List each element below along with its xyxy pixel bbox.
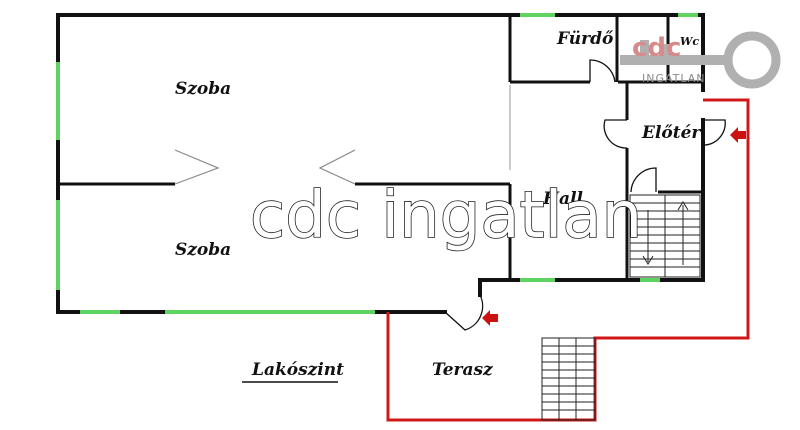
logo-subtitle: INGATLAN <box>642 72 706 85</box>
company-logo: cdc INGATLAN <box>620 31 781 89</box>
logo-mark: cdc <box>632 33 681 63</box>
door-swings <box>444 59 726 331</box>
room-label-furdo: Fürdő <box>556 29 614 49</box>
interior-stairs <box>629 194 701 278</box>
outdoor-stairs <box>541 337 596 421</box>
floor-label: Lakószint <box>251 360 344 380</box>
room-label-szoba-top: Szoba <box>175 79 231 99</box>
watermark-text: cdc ingatlan <box>250 179 642 253</box>
entry-arrow-eloter-icon <box>730 127 746 143</box>
room-label-szoba-bottom: Szoba <box>175 240 231 260</box>
key-icon <box>620 31 781 89</box>
opening-markers <box>174 149 356 185</box>
room-label-eloter: Előtér <box>641 123 701 143</box>
interior-walls <box>60 15 703 280</box>
room-label-hall: Hall <box>542 189 584 209</box>
windows <box>56 13 698 314</box>
entry-arrow-terrace-icon <box>482 310 498 326</box>
room-label-wc: Wc <box>680 35 699 48</box>
room-label-terasz: Terasz <box>432 360 493 380</box>
outer-walls <box>56 13 705 314</box>
